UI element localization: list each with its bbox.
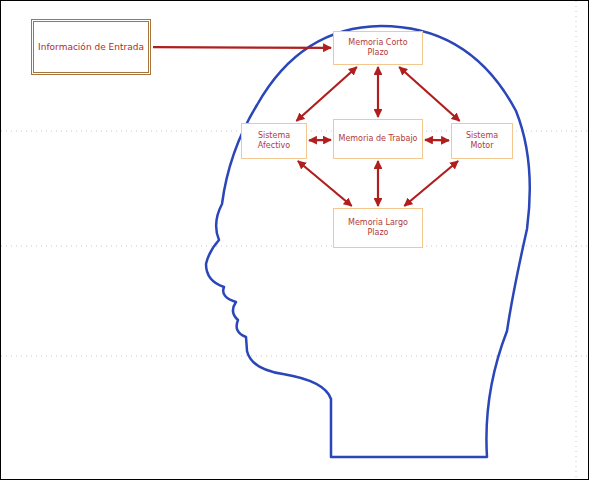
memory-box: Memoria Largo Plazo [333, 208, 423, 248]
node-label: Memoria Largo Plazo [338, 218, 418, 238]
node-label: Memoria Corto Plazo [338, 38, 418, 58]
memory-box: Memoria Corto Plazo [333, 31, 423, 65]
connector-arrow [399, 67, 459, 121]
memory-box: Memoria de Trabajo [333, 119, 423, 159]
connector-arrow [153, 46, 331, 49]
input-box: Información de Entrada [31, 19, 151, 75]
connector-arrow [309, 139, 331, 142]
node-label: Sistema Afectivo [246, 131, 302, 151]
system-box: Sistema Motor [451, 123, 513, 159]
connector-arrow [296, 67, 356, 121]
system-box: Sistema Afectivo [241, 123, 307, 159]
connector-arrow [404, 161, 458, 206]
node-label: Memoria de Trabajo [338, 134, 417, 144]
connector-arrow [377, 161, 379, 206]
node-label: Información de Entrada [38, 41, 144, 53]
head-outline [206, 26, 530, 457]
connector-arrow [298, 161, 352, 206]
connector-arrow [425, 139, 449, 142]
node-label: Sistema Motor [456, 131, 508, 151]
guide-line [576, 1, 577, 479]
connector-arrow [377, 67, 379, 117]
guide-line [1, 356, 588, 357]
guide-line [1, 246, 588, 247]
